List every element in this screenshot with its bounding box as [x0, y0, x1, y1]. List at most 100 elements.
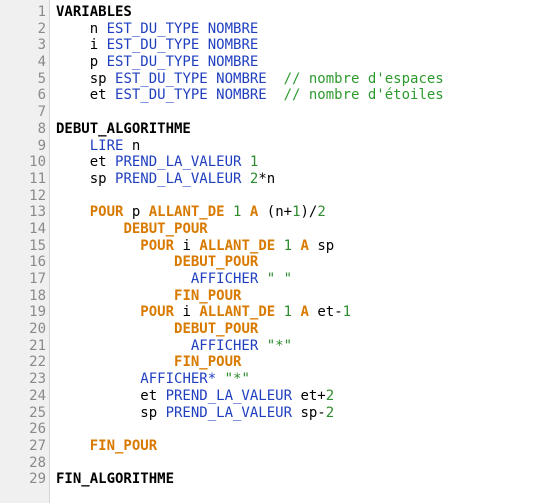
code-token: PREND_LA_VALEUR [115, 170, 242, 187]
code-text[interactable]: sp EST_DU_TYPE NOMBRE // nombre d'espace… [56, 71, 444, 88]
code-line[interactable]: 9 LIRE n [0, 138, 539, 155]
code-line[interactable]: 14 DEBUT_POUR [0, 221, 539, 238]
code-text[interactable]: DEBUT_POUR [56, 321, 258, 338]
code-text[interactable]: AFFICHER "*" [56, 338, 292, 355]
line-number: 26 [29, 421, 46, 438]
code-line[interactable]: 3 i EST_DU_TYPE NOMBRE [0, 37, 539, 54]
code-line[interactable]: 21 AFFICHER "*" [0, 338, 539, 355]
code-line[interactable]: 12 [0, 188, 539, 205]
code-token: p [56, 54, 107, 71]
code-text[interactable]: POUR i ALLANT_DE 1 A et-1 [56, 304, 351, 321]
code-text[interactable]: FIN_POUR [56, 438, 157, 455]
code-token: et+ [292, 387, 326, 404]
code-line[interactable]: 28 [0, 455, 539, 472]
code-token: sp [56, 404, 166, 421]
code-line[interactable]: 13 POUR p ALLANT_DE 1 A (n+1)/2 [0, 204, 539, 221]
code-line[interactable]: 2 n EST_DU_TYPE NOMBRE [0, 21, 539, 38]
line-number: 8 [37, 120, 46, 137]
code-token: i [174, 237, 200, 254]
code-token [275, 238, 283, 254]
line-number: 1 [37, 4, 46, 20]
code-token: A [300, 237, 309, 254]
code-text[interactable]: AFFICHER " " [56, 271, 292, 288]
code-token: sp [56, 170, 116, 187]
code-token: AFFICHER [190, 271, 259, 287]
code-text[interactable]: p EST_DU_TYPE NOMBRE [56, 54, 259, 71]
code-token: 1 [292, 204, 301, 221]
code-token [241, 171, 249, 187]
code-line[interactable]: 11 sp PREND_LA_VALEUR 2*n [0, 171, 539, 188]
code-line[interactable]: 8 DEBUT_ALGORITHME [0, 121, 539, 138]
line-number: 6 [37, 87, 46, 104]
code-line[interactable]: 17 AFFICHER " " [0, 271, 539, 288]
code-text[interactable]: sp PREND_LA_VALEUR 2*n [56, 171, 275, 188]
code-line[interactable]: 15 POUR i ALLANT_DE 1 A sp [0, 238, 539, 255]
code-token: POUR [140, 237, 175, 254]
code-text[interactable]: DEBUT_POUR [56, 220, 208, 238]
line-number: 7 [37, 104, 46, 121]
code-text[interactable]: et PREND_LA_VALEUR et+2 [56, 388, 334, 405]
code-line[interactable]: 7 [0, 104, 539, 121]
code-line[interactable]: 27 FIN_POUR [0, 438, 539, 455]
code-token: VARIABLES [56, 4, 132, 20]
code-text[interactable]: et PREND_LA_VALEUR 1 [56, 154, 259, 171]
code-token: AFFICHER [190, 337, 259, 354]
code-token: POUR [89, 204, 124, 221]
code-line[interactable]: 25 sp PREND_LA_VALEUR sp-2 [0, 405, 539, 422]
code-token: et [56, 154, 116, 171]
line-number: 3 [37, 37, 46, 54]
code-token [258, 271, 266, 287]
code-line[interactable]: 20 DEBUT_POUR [0, 321, 539, 338]
code-token: )/ [300, 204, 318, 221]
code-line[interactable]: 26 [0, 421, 539, 438]
code-text[interactable]: POUR p ALLANT_DE 1 A (n+1)/2 [56, 204, 326, 221]
code-text[interactable]: POUR i ALLANT_DE 1 A sp [56, 238, 334, 255]
code-token [258, 338, 266, 354]
code-text[interactable]: DEBUT_POUR [56, 254, 258, 271]
code-line[interactable]: 24 et PREND_LA_VALEUR et+2 [0, 388, 539, 405]
line-number: 9 [37, 137, 46, 154]
code-text[interactable]: AFFICHER* "*" [56, 371, 250, 388]
code-token [225, 204, 233, 220]
code-text[interactable]: DEBUT_ALGORITHME [56, 121, 191, 138]
code-line[interactable]: 4 p EST_DU_TYPE NOMBRE [0, 54, 539, 71]
code-token: 2 [325, 404, 335, 421]
code-line[interactable]: 5 sp EST_DU_TYPE NOMBRE // nombre d'espa… [0, 71, 539, 88]
code-line[interactable]: 16 DEBUT_POUR [0, 254, 539, 271]
code-line[interactable]: 23 AFFICHER* "*" [0, 371, 539, 388]
code-token: EST_DU_TYPE NOMBRE [106, 20, 259, 37]
code-text[interactable]: FIN_ALGORITHME [56, 471, 174, 488]
code-token: FIN_POUR [174, 354, 242, 371]
line-number: 22 [29, 354, 46, 371]
code-line[interactable]: 10 et PREND_LA_VALEUR 1 [0, 154, 539, 171]
code-text[interactable]: VARIABLES [56, 4, 132, 21]
code-text[interactable]: et EST_DU_TYPE NOMBRE // nombre d'étoile… [56, 87, 444, 104]
line-number: 14 [29, 220, 46, 237]
code-token: FIN_ALGORITHME [56, 471, 175, 488]
code-line[interactable]: 18 FIN_POUR [0, 288, 539, 305]
code-text[interactable]: sp PREND_LA_VALEUR sp-2 [56, 405, 334, 422]
code-token: DEBUT_POUR [123, 220, 208, 237]
code-text[interactable]: n EST_DU_TYPE NOMBRE [56, 20, 259, 38]
code-text[interactable]: FIN_POUR [56, 288, 241, 305]
line-number: 13 [29, 204, 46, 221]
line-number: 15 [29, 237, 46, 254]
code-text[interactable]: LIRE n [56, 137, 141, 155]
code-token: p [123, 204, 149, 221]
code-line[interactable]: 6 et EST_DU_TYPE NOMBRE // nombre d'étoi… [0, 87, 539, 104]
code-token: POUR [140, 304, 175, 321]
code-token: A [300, 304, 309, 321]
code-token: 1 [249, 154, 259, 171]
code-token: EST_DU_TYPE NOMBRE [115, 70, 267, 87]
code-line[interactable]: 19 POUR i ALLANT_DE 1 A et-1 [0, 304, 539, 321]
code-line[interactable]: 1 VARIABLES [0, 4, 539, 21]
code-text[interactable]: i EST_DU_TYPE NOMBRE [56, 37, 259, 54]
code-token: LIRE [89, 137, 124, 154]
code-line[interactable]: 22 FIN_POUR [0, 354, 539, 371]
code-token: ALLANT_DE [199, 304, 276, 321]
code-text[interactable]: FIN_POUR [56, 354, 241, 371]
code-token: A [249, 204, 259, 221]
